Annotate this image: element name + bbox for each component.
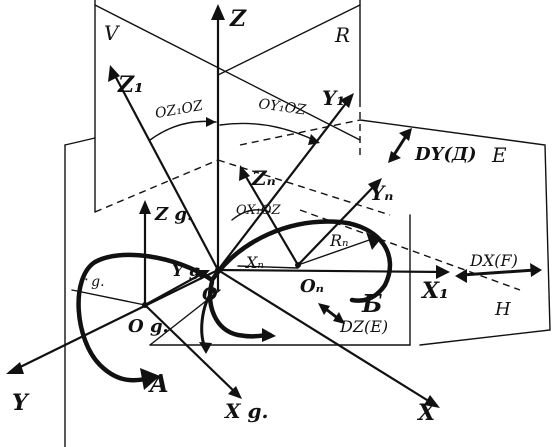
rg-radius (71, 289, 146, 306)
z1-axis-arrowhead (108, 65, 120, 82)
xg-axis (143, 303, 240, 397)
rotation-arc-a-head (140, 368, 160, 390)
label-x1: X₁ (420, 278, 449, 304)
angle-arc-y1-z-head (308, 134, 320, 145)
xg-axis-arrowhead (228, 386, 242, 399)
label-yg: Y g. (172, 261, 206, 280)
on-point (295, 262, 301, 268)
yg-axis (143, 270, 207, 307)
yn-axis-arrowhead (368, 178, 382, 193)
label-zg: Z g. (154, 204, 193, 225)
angle-arc-x1-z (231, 209, 271, 221)
label-b: Б (361, 289, 383, 318)
label-xg: X g. (223, 399, 268, 423)
dz-arrow-head (318, 303, 330, 315)
label-rn: Rₙ (329, 231, 349, 250)
zg-axis-arrowhead (139, 200, 151, 214)
plane-r-diagonal (217, 4, 361, 76)
label-y: Y (12, 390, 30, 416)
y1-axis-arrowhead (340, 93, 354, 108)
plane-v-dashed-bottom (94, 159, 219, 213)
plane-e-dashed (239, 119, 361, 146)
y-axis-arrowhead (6, 362, 24, 374)
rotation-arc-a (76, 252, 215, 383)
xn-axis (237, 265, 299, 269)
dx-arrow (460, 268, 537, 277)
plane-front-top (64, 137, 96, 146)
z-axis-arrowhead (211, 4, 225, 20)
plane-r-dashed-2 (217, 159, 391, 216)
z1-axis (110, 68, 220, 272)
rotation-arc-under-o-head (262, 328, 276, 342)
rotation-arc-small-head (199, 342, 212, 354)
label-o: O (202, 284, 218, 305)
dy-arrow-head-up (399, 128, 412, 141)
label-z1: Z₁ (117, 72, 144, 98)
x1-axis (216, 268, 447, 274)
label-angle-y1-z: OY₁OZ (257, 96, 307, 118)
x1-axis-arrowhead (436, 265, 450, 279)
zn-axis (240, 168, 300, 267)
label-x: X (416, 400, 436, 426)
label-y1: Y₁ (322, 86, 345, 110)
label-zn: Zₙ (251, 166, 276, 190)
label-og: O g. (128, 316, 169, 337)
dy-arrow-head-down (388, 151, 401, 163)
label-yn: Yₙ (370, 181, 393, 205)
y1-axis (216, 96, 352, 272)
label-v: V (104, 21, 121, 45)
label-z: Z (229, 6, 247, 32)
og-point (142, 302, 148, 308)
label-on: Oₙ (300, 276, 324, 297)
angle-arc-y1-z (219, 122, 319, 143)
label-dx: DX(F) (469, 251, 518, 270)
rn-radius (297, 237, 376, 266)
dx-arrow-head-right (530, 263, 542, 277)
label-a: A (148, 369, 169, 398)
label-rg: r g. (80, 274, 105, 290)
y-axis (8, 268, 220, 374)
rotation-arc-b-head (366, 232, 380, 250)
label-xn: Xₙ (244, 253, 264, 272)
label-r: R (334, 23, 350, 47)
plane-v-diagonal (94, 4, 361, 141)
label-angle-z1-z: OZ₁OZ (154, 98, 204, 122)
label-angle-x1-z: OX₁OZ (236, 203, 282, 218)
origin-point (215, 267, 221, 273)
label-e: E (491, 143, 507, 167)
dz-arrow-head-2 (333, 312, 345, 324)
plane-e-outline (359, 119, 551, 346)
label-dz: DZ(E) (339, 317, 388, 336)
rotation-arc-b (209, 219, 393, 303)
zn-axis-arrowhead (239, 165, 250, 181)
x-axis-arrowhead (424, 395, 440, 408)
angle-arc-z1-z-head (206, 117, 216, 127)
label-dy: DY(Д) (414, 144, 477, 165)
label-h: H (494, 299, 511, 320)
x-axis (216, 268, 437, 407)
dx-arrow-head-left (455, 269, 467, 283)
